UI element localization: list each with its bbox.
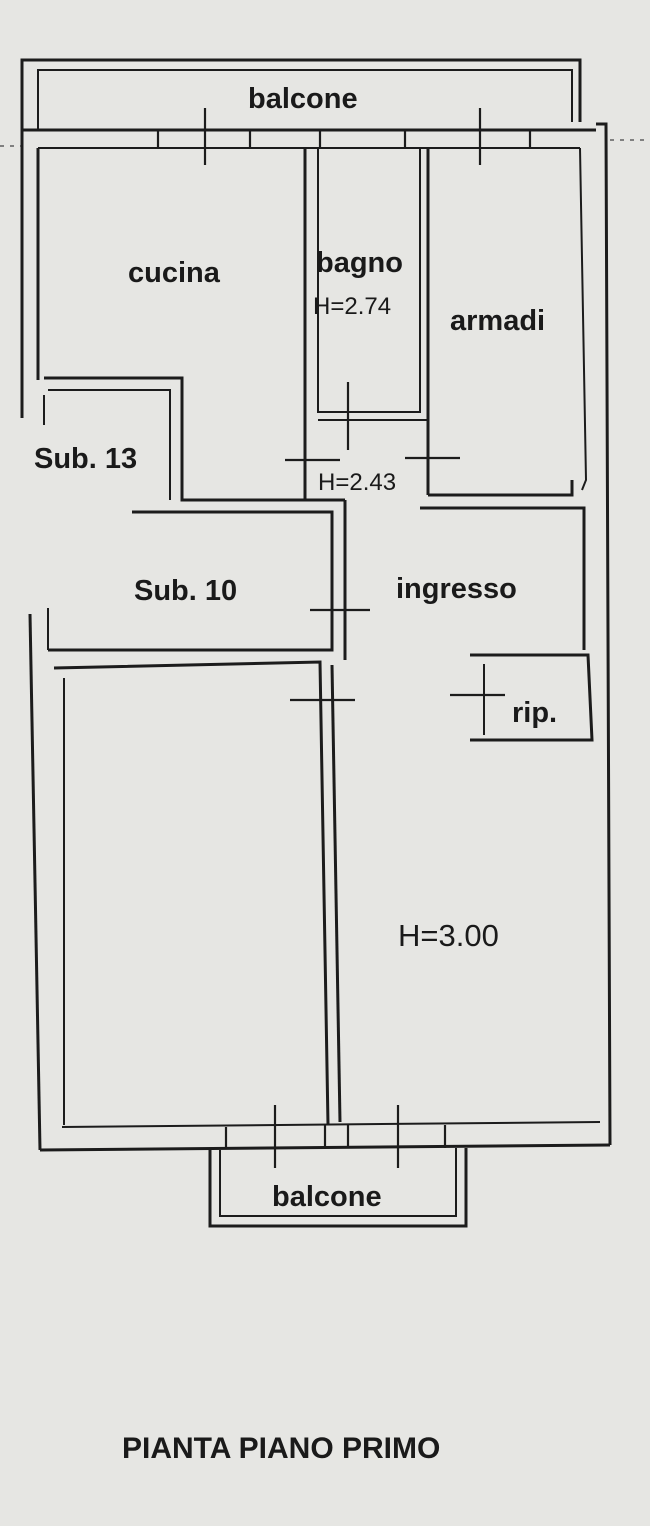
top-openings (156, 108, 532, 165)
balcony-top-label: balcone (248, 83, 358, 115)
bathroom-label: bagno (316, 247, 403, 279)
balcony-bottom (208, 1148, 468, 1228)
entrance-label: ingresso (396, 573, 517, 605)
bathroom-height-label: H=2.74 (313, 293, 391, 320)
kitchen-label: cucina (128, 257, 221, 289)
balcony-top (20, 58, 582, 418)
outer-wall (22, 122, 612, 1152)
balcony-bottom-label: balcone (272, 1181, 382, 1213)
bathroom-walls (285, 148, 430, 500)
sub10-label: Sub. 10 (134, 575, 237, 607)
room-left-walls (53, 660, 355, 1126)
storage-label: rip. (512, 697, 557, 729)
sub10-walls (48, 500, 370, 660)
corridor-height-label: H=2.43 (318, 469, 396, 496)
main-height-label: H=3.00 (398, 918, 499, 953)
kitchen-walls (44, 376, 345, 502)
wardrobes-walls (420, 480, 586, 650)
wardrobes-label: armadi (450, 305, 545, 337)
sub13-label: Sub. 13 (34, 443, 137, 475)
storage-walls (450, 653, 594, 742)
bottom-openings (224, 1105, 447, 1168)
corridor-walls (318, 419, 460, 460)
plan-title: PIANTA PIANO PRIMO (122, 1432, 440, 1465)
